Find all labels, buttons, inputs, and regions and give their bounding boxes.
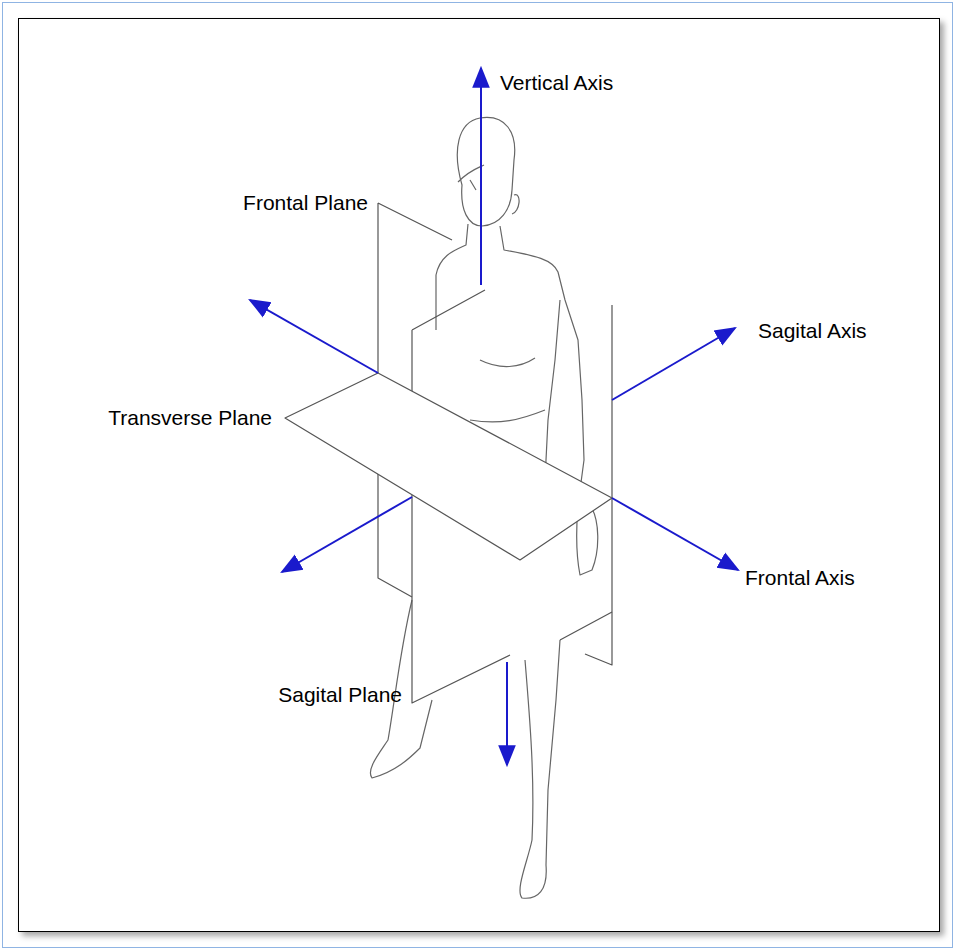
plane-label: Sagital Plane (278, 683, 402, 706)
axis-label: Sagital Axis (758, 319, 867, 342)
vertical-axis (480, 68, 482, 285)
plane-label: Frontal Plane (243, 191, 368, 214)
sagittal-axis (282, 497, 412, 572)
sagittal-axis (612, 328, 735, 400)
axis-label: Frontal Axis (745, 566, 855, 589)
plane-label: Transverse Plane (108, 406, 272, 429)
frontal-axis (250, 300, 378, 373)
vertical-axis (506, 662, 508, 765)
transverse-plane (285, 373, 612, 560)
frontal-axis (612, 498, 738, 570)
axis-label: Vertical Axis (500, 71, 613, 94)
